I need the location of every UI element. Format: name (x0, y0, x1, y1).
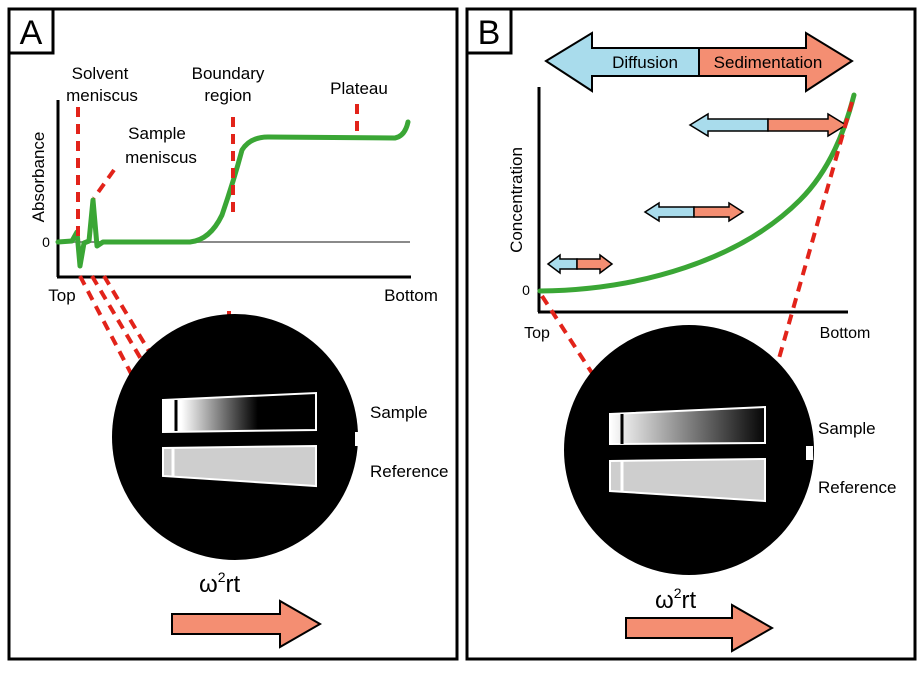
panel-b: B Diffusion Sedimentation Concentration … (465, 7, 917, 661)
panel-a-bottom-label: Bottom (384, 286, 438, 305)
panel-b-zero-label: 0 (522, 282, 530, 298)
boundary-label-line1: Boundary (192, 64, 265, 83)
panel-b-top-label: Top (524, 325, 550, 342)
absorbance-curve (55, 119, 411, 269)
sample-meniscus-label-line2: meniscus (125, 148, 197, 167)
reference-label-b: Reference (818, 478, 896, 497)
rotor-a-notch (355, 432, 362, 446)
sample-cell-b (609, 405, 766, 446)
absorbance-axis-label: Absorbance (29, 132, 48, 223)
bottom-to-cell-line (764, 101, 854, 405)
flux-arrow-1-sedimentation (576, 253, 614, 275)
reference-cell-b (609, 457, 766, 503)
panel-b-letter: B (478, 14, 501, 52)
sample-label-b: Sample (818, 419, 876, 438)
concentration-axis-label: Concentration (507, 147, 526, 253)
force-label-a: ω2rt (199, 569, 241, 598)
panel-b-bottom-label: Bottom (820, 325, 871, 342)
sample-cell-a (162, 391, 317, 434)
flux-arrow-1 (546, 253, 614, 275)
sample-meniscus-pointer (92, 168, 116, 200)
panel-a-zero-label: 0 (42, 234, 50, 250)
panel-a-top-label: Top (48, 286, 75, 305)
reference-label-a: Reference (370, 462, 448, 481)
rotor-a (112, 314, 358, 560)
panel-a-letter: A (20, 14, 43, 52)
flux-arrow-3 (688, 112, 848, 138)
rotor-b-notch (806, 446, 813, 460)
panel-a: A Solvent meniscus Sample meniscus Bound… (7, 7, 459, 661)
top-to-cell-line (540, 294, 618, 412)
boundary-label-line2: region (204, 86, 251, 105)
sedimentation-label: Sedimentation (714, 53, 823, 72)
sample-to-cell-line-1 (90, 274, 166, 400)
sedimentation-arrow (698, 31, 854, 93)
rotor-b (564, 325, 814, 575)
flux-arrow-2-sedimentation (693, 201, 745, 223)
sample-meniscus-label-line1: Sample (128, 124, 186, 143)
sample-label-a: Sample (370, 403, 428, 422)
reference-cell-a (162, 444, 317, 488)
solvent-meniscus-label-line1: Solvent (72, 64, 129, 83)
force-arrow-a (171, 599, 323, 649)
plateau-label: Plateau (330, 79, 388, 98)
flux-arrow-2 (643, 201, 745, 223)
diffusion-label: Diffusion (612, 53, 678, 72)
flux-arrow-3-sedimentation (767, 112, 848, 138)
solvent-meniscus-label-line2: meniscus (66, 86, 138, 105)
sample-to-cell-line-2 (102, 274, 179, 400)
panel-b-letter-box (465, 7, 513, 55)
force-arrow-b (625, 603, 775, 653)
panel-a-letter-box (7, 7, 55, 55)
force-label-b: ω2rt (655, 585, 697, 614)
